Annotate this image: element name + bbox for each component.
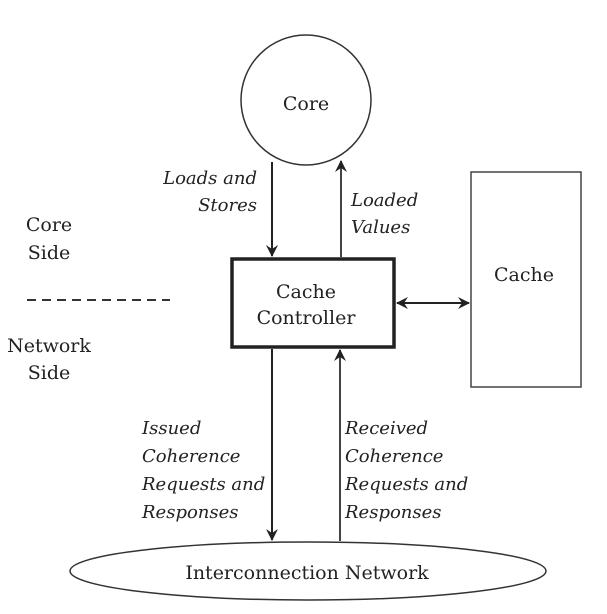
received-label-2: Coherence	[345, 446, 443, 467]
loads-stores-label-1: Loads and	[162, 168, 257, 189]
cache-controller-box	[230, 257, 396, 349]
cache-controller-label-1: Cache	[276, 281, 336, 303]
network-label: Interconnection Network	[185, 562, 429, 584]
network-side-label-1: Network	[7, 335, 91, 357]
loaded-values-label-2: Values	[351, 217, 410, 238]
issued-label-3: Requests and	[141, 474, 265, 495]
network-ellipse	[69, 541, 547, 601]
core-node: Core	[240, 34, 372, 166]
network-side-label-2: Side	[28, 362, 71, 384]
core-label: Core	[283, 93, 329, 115]
received-label-1: Received	[344, 418, 428, 439]
cache-controller-label-2: Controller	[257, 307, 357, 329]
cache-label: Cache	[494, 264, 554, 286]
loads-stores-label-2: Stores	[198, 195, 257, 216]
interconnection-network-node: Interconnection Network	[69, 541, 547, 601]
cache-node: Cache	[470, 171, 582, 388]
core-side-label-2: Side	[28, 242, 71, 264]
core-side-label-1: Core	[26, 214, 72, 236]
loaded-values-label-1: Loaded	[350, 190, 418, 211]
issued-label-1: Issued	[141, 418, 201, 439]
received-label-3: Requests and	[344, 474, 468, 495]
issued-label-4: Responses	[141, 502, 239, 523]
core-circle	[240, 34, 372, 166]
cache-controller-node: Cache Controller	[230, 257, 396, 349]
cache-box	[470, 171, 582, 388]
received-label-4: Responses	[344, 502, 442, 523]
issued-label-2: Coherence	[142, 446, 240, 467]
